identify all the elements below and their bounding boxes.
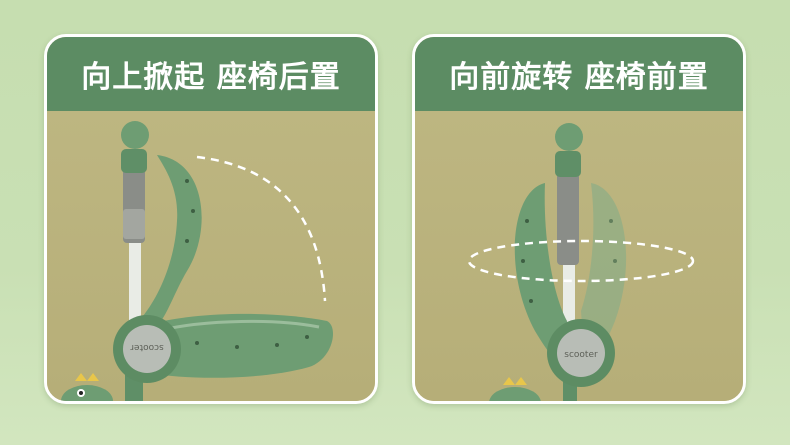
pole-sleeve (557, 173, 579, 265)
rotation-ellipse (467, 239, 695, 283)
panel-title: 向上掀起 座椅后置 (81, 60, 341, 95)
seat-dots (185, 179, 309, 349)
panel-header: 向上掀起 座椅后置 (47, 37, 375, 111)
seat-back (514, 183, 567, 367)
brand-label: scooter (130, 342, 164, 352)
seat-ghost (581, 183, 627, 365)
crown-icon (503, 377, 527, 385)
dino-toy (61, 385, 113, 401)
brand-label: scooter (564, 350, 598, 360)
handle-knob (555, 123, 583, 151)
scooter-seat-illustration: scooter (61, 121, 333, 401)
product-scene: scooter (415, 111, 743, 401)
handle-knob (121, 121, 149, 149)
seat-base (147, 313, 333, 378)
product-scene: scooter (47, 111, 375, 401)
motion-arc (196, 155, 327, 302)
handle-grip (121, 149, 147, 173)
seat-back (143, 155, 202, 326)
panel-title: 向前旋转 座椅前置 (449, 60, 709, 95)
handle-grip (555, 151, 581, 177)
panel-header: 向前旋转 座椅前置 (415, 37, 743, 111)
panel-seat-backward: 向上掀起 座椅后置 scooter (44, 34, 378, 404)
dino-toy (489, 387, 541, 401)
crown-icon (75, 373, 99, 381)
scooter-seat-illustration: scooter (467, 123, 695, 401)
seat-dots (521, 219, 617, 303)
panel-seat-forward: 向前旋转 座椅前置 scooter (412, 34, 746, 404)
